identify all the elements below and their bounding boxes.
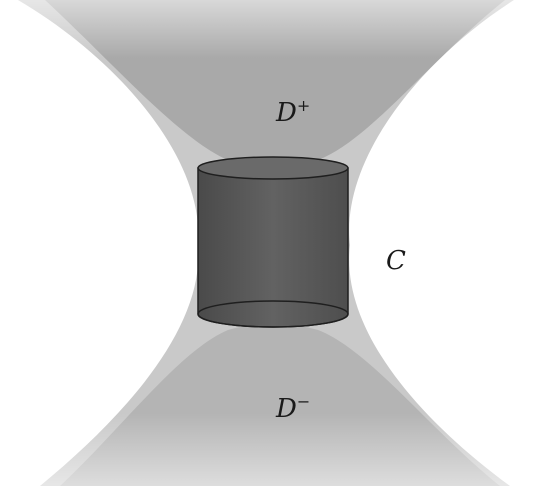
cylinder-top-cap bbox=[197, 156, 349, 180]
label-cauchy-surface: C bbox=[386, 246, 406, 276]
label-past-domain: D− bbox=[275, 392, 310, 424]
cylinder-bottom-rim bbox=[197, 300, 349, 328]
cylinder-body bbox=[197, 167, 349, 328]
cylinder bbox=[197, 156, 349, 328]
label-future-domain: D+ bbox=[275, 96, 310, 128]
